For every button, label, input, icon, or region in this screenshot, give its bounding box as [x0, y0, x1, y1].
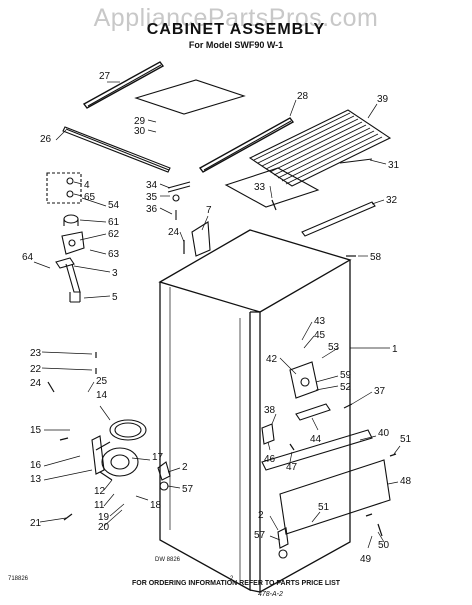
callout-7: 7 — [206, 205, 212, 216]
rail-part-27 — [82, 61, 165, 109]
callout-31: 31 — [388, 160, 400, 171]
callout-65: 65 — [84, 192, 96, 203]
callout-14: 14 — [96, 390, 108, 401]
callout-5: 5 — [112, 292, 118, 303]
callout-3: 3 — [112, 268, 118, 279]
bracket-part-44 — [295, 403, 331, 421]
callout-16: 16 — [30, 460, 42, 471]
leveling-rail-part-40 — [261, 429, 373, 471]
callout-49: 49 — [360, 554, 372, 565]
lower-panel-part-33 — [224, 167, 320, 208]
callout-57: 57 — [254, 530, 266, 541]
callout-24: 24 — [30, 378, 42, 389]
callout-39: 39 — [377, 94, 389, 105]
watermark-text: AppliancePartsPros.com — [93, 4, 379, 32]
callout-26: 26 — [40, 134, 52, 145]
callout-52: 52 — [340, 382, 352, 393]
motor-mount-part-61-62 — [61, 214, 85, 255]
toe-panel-part-48 — [279, 459, 391, 535]
foot-part-5 — [69, 292, 81, 303]
clip-part-38-46 — [261, 423, 275, 445]
callout-61: 61 — [108, 217, 120, 228]
top-panel — [134, 79, 246, 115]
callout-27: 27 — [99, 71, 111, 82]
callout-18: 18 — [150, 500, 162, 511]
callout-33: 33 — [254, 182, 266, 193]
callout-17: 17 — [152, 452, 164, 463]
rail-part-28 — [198, 117, 295, 173]
callout-51: 51 — [400, 434, 412, 445]
callout-32: 32 — [386, 195, 398, 206]
model-subtitle: For Model SWF90 W-1 — [188, 40, 284, 50]
switch-part-42-59 — [289, 361, 319, 399]
callout-20: 20 — [98, 522, 110, 533]
callout-64: 64 — [22, 252, 34, 263]
part-callouts: 27 28 39 29 30 26 31 4 65 54 34 35 36 33… — [22, 71, 412, 565]
callout-58: 58 — [370, 252, 382, 263]
rail-part-26 — [62, 126, 171, 173]
drawing-number: DW 8826 — [155, 557, 181, 563]
cabinet-box-part-1 — [158, 229, 352, 594]
document-code: 718826 — [8, 576, 29, 582]
caster-part-57-right — [277, 527, 289, 559]
callout-23: 23 — [30, 348, 42, 359]
callout-51: 51 — [318, 502, 330, 513]
callout-2: 2 — [182, 462, 188, 473]
callout-40: 40 — [378, 428, 390, 439]
hinge-part-7 — [191, 221, 211, 257]
callout-19: 19 — [98, 512, 110, 523]
rail-part-31 — [339, 158, 373, 164]
callout-37: 37 — [374, 386, 386, 397]
callout-34: 34 — [146, 180, 158, 191]
callout-50: 50 — [378, 540, 390, 551]
callout-13: 13 — [30, 474, 42, 485]
callout-46: 46 — [264, 454, 276, 465]
callout-44: 44 — [310, 434, 322, 445]
callout-38: 38 — [264, 405, 276, 416]
bracket-part-34-35-36 — [167, 181, 191, 220]
callout-62: 62 — [108, 229, 120, 240]
callout-21: 21 — [30, 518, 42, 529]
callout-1: 1 — [392, 344, 398, 355]
callout-57: 57 — [182, 484, 194, 495]
callout-63: 63 — [108, 249, 120, 260]
page-title: CABINET ASSEMBLY — [146, 21, 326, 38]
callout-43: 43 — [314, 316, 326, 327]
callout-4: 4 — [84, 180, 90, 191]
hardware-box-4-65 — [46, 172, 82, 204]
callout-11: 11 — [94, 500, 105, 511]
callout-12: 12 — [94, 486, 106, 497]
callout-36: 36 — [146, 204, 158, 215]
callout-42: 42 — [266, 354, 278, 365]
page-number: 2 — [230, 576, 234, 582]
callout-15: 15 — [30, 425, 42, 436]
callout-47: 47 — [286, 462, 298, 473]
grille-part-39 — [248, 109, 392, 187]
callout-30: 30 — [134, 126, 146, 137]
callout-22: 22 — [30, 364, 42, 375]
leg-part-3 — [55, 257, 81, 293]
callout-2: 2 — [258, 510, 264, 521]
rail-part-32 — [301, 201, 376, 237]
callout-48: 48 — [400, 476, 412, 487]
callout-35: 35 — [146, 192, 158, 203]
motor-assembly-part-12-17 — [91, 435, 139, 481]
callout-25: 25 — [96, 376, 108, 387]
handwritten-stamp: 478-A-2 — [258, 591, 283, 598]
callout-45: 45 — [314, 330, 326, 341]
callout-24: 24 — [168, 227, 180, 238]
ordering-footer: FOR ORDERING INFORMATION REFER TO PARTS … — [131, 580, 341, 587]
callout-29: 29 — [134, 116, 146, 127]
callout-53: 53 — [328, 342, 340, 353]
screw-markers — [47, 199, 397, 537]
callout-59: 59 — [340, 370, 352, 381]
callout-28: 28 — [297, 91, 309, 102]
callout-54: 54 — [108, 200, 120, 211]
leader-lines — [33, 81, 401, 549]
hose-part-14 — [109, 419, 147, 441]
